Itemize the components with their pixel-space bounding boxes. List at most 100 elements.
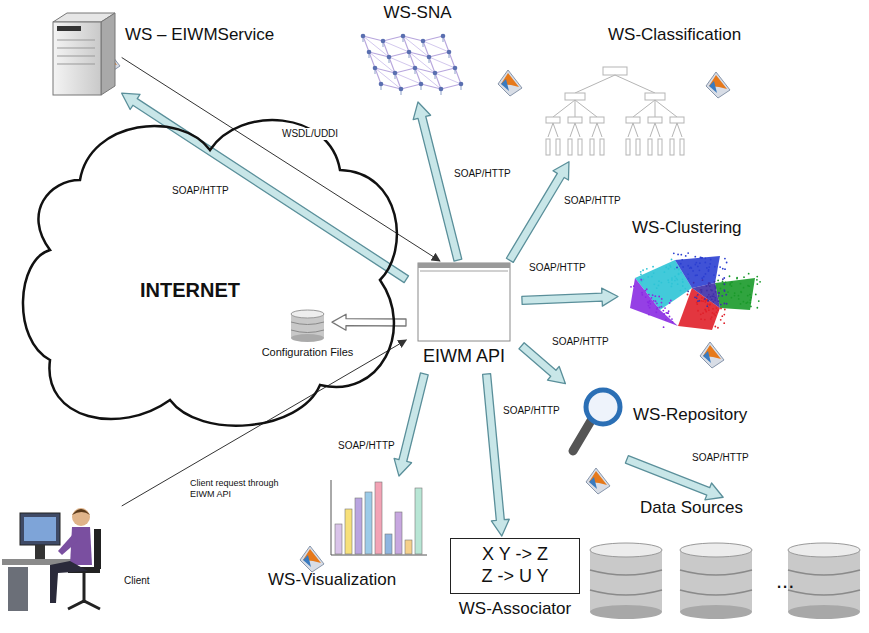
cluster-point	[648, 314, 650, 316]
cluster-point	[738, 295, 740, 297]
cluster-point	[743, 276, 745, 278]
cylinder-top	[291, 310, 324, 318]
network-node	[427, 55, 432, 60]
cluster-region	[630, 278, 678, 326]
tree-box	[670, 117, 684, 123]
cylinder-band	[788, 570, 860, 575]
network-link	[441, 84, 461, 89]
tree-box	[568, 117, 582, 123]
tree-box	[568, 139, 572, 155]
cluster-point	[718, 274, 720, 276]
cluster-point	[665, 266, 667, 268]
chart-bar	[345, 509, 352, 554]
node-label: Data Sources	[640, 498, 743, 518]
chart-axes	[331, 480, 427, 555]
request-line	[122, 57, 440, 260]
cluster-point	[664, 271, 666, 273]
cluster-point	[720, 308, 722, 310]
network-node	[407, 50, 412, 55]
cluster-point	[714, 297, 716, 299]
cluster-point	[661, 306, 663, 308]
network-node	[441, 34, 446, 39]
chart-bar	[395, 512, 402, 554]
cluster-point	[731, 297, 733, 299]
cluster-point	[722, 278, 724, 280]
cluster-point	[708, 309, 710, 311]
cluster-point	[756, 276, 758, 278]
cluster-point	[706, 305, 708, 307]
cluster-point	[630, 286, 632, 288]
cyl-icon	[285, 308, 330, 343]
tree-edge	[677, 123, 682, 137]
tree-edge	[655, 100, 656, 117]
service-node: WS-SNA	[355, 28, 480, 100]
chart-bar	[385, 534, 392, 554]
tree-edge	[633, 100, 655, 117]
cluster-point	[640, 271, 642, 273]
chart-bar	[355, 498, 362, 554]
cluster-point	[677, 283, 679, 285]
internet-cloud: INTERNETConfiguration Files	[10, 100, 410, 440]
cylinder-band	[291, 330, 324, 333]
cluster-point	[641, 294, 643, 296]
cluster-point	[721, 315, 723, 317]
edge-label: SOAP/HTTP	[527, 262, 588, 274]
node-label: Z -> U Y	[481, 565, 548, 587]
network-node	[381, 39, 386, 44]
cluster-region	[675, 256, 720, 288]
network-link	[435, 68, 455, 73]
cluster-point	[649, 300, 651, 302]
cluster-point	[724, 258, 726, 260]
monitor	[20, 513, 60, 545]
cluster-point	[678, 269, 680, 271]
cluster-point	[663, 326, 665, 328]
service-node: WS-Clustering	[620, 248, 765, 336]
network-link	[443, 36, 449, 52]
chair-back	[94, 529, 101, 569]
cluster-point	[706, 267, 708, 269]
chart-bar	[415, 488, 422, 554]
logo-back	[300, 546, 324, 572]
tree-edge	[575, 100, 576, 117]
cylinder-bottom	[291, 334, 324, 342]
node-label: X Y -> Z	[482, 543, 548, 565]
server-node: WS – EIWMService	[45, 8, 120, 96]
tree-edge	[597, 123, 602, 137]
cloud-icon	[10, 100, 410, 440]
cluster-point	[641, 292, 643, 294]
magnifier-handle	[573, 419, 592, 451]
tree-box	[636, 139, 640, 155]
cluster-point	[711, 295, 713, 297]
sna-icon	[355, 28, 480, 100]
cluster-point	[718, 300, 720, 302]
tree-box	[590, 117, 604, 123]
cluster-point	[676, 267, 678, 269]
cluster-point	[700, 313, 702, 315]
node-label: WS-Classification	[608, 25, 741, 45]
cluster-point	[705, 309, 707, 311]
server-slot	[57, 40, 95, 41]
cluster-point	[694, 264, 696, 266]
cylinder-top	[590, 543, 662, 557]
cluster-point	[654, 295, 656, 297]
cluster-point	[730, 282, 732, 284]
node-label: WS-Associator	[459, 599, 571, 619]
edge-label: SOAP/HTTP	[501, 405, 562, 417]
cluster-point	[709, 303, 711, 305]
cluster-point	[756, 283, 758, 285]
cluster-point	[644, 290, 646, 292]
cluster-point	[647, 276, 649, 278]
cluster-point	[748, 273, 750, 275]
cylinder-band	[590, 590, 662, 595]
soap-arrow	[394, 373, 428, 476]
cluster-point	[714, 315, 716, 317]
network-node	[419, 82, 424, 87]
cluster-point	[661, 302, 663, 304]
network-node	[393, 71, 398, 76]
cluster-point	[715, 291, 717, 293]
cluster-point	[713, 293, 715, 295]
database-cylinder	[788, 543, 860, 619]
database-cylinder	[590, 543, 662, 619]
logo-back	[706, 72, 730, 98]
cluster-point	[711, 290, 713, 292]
